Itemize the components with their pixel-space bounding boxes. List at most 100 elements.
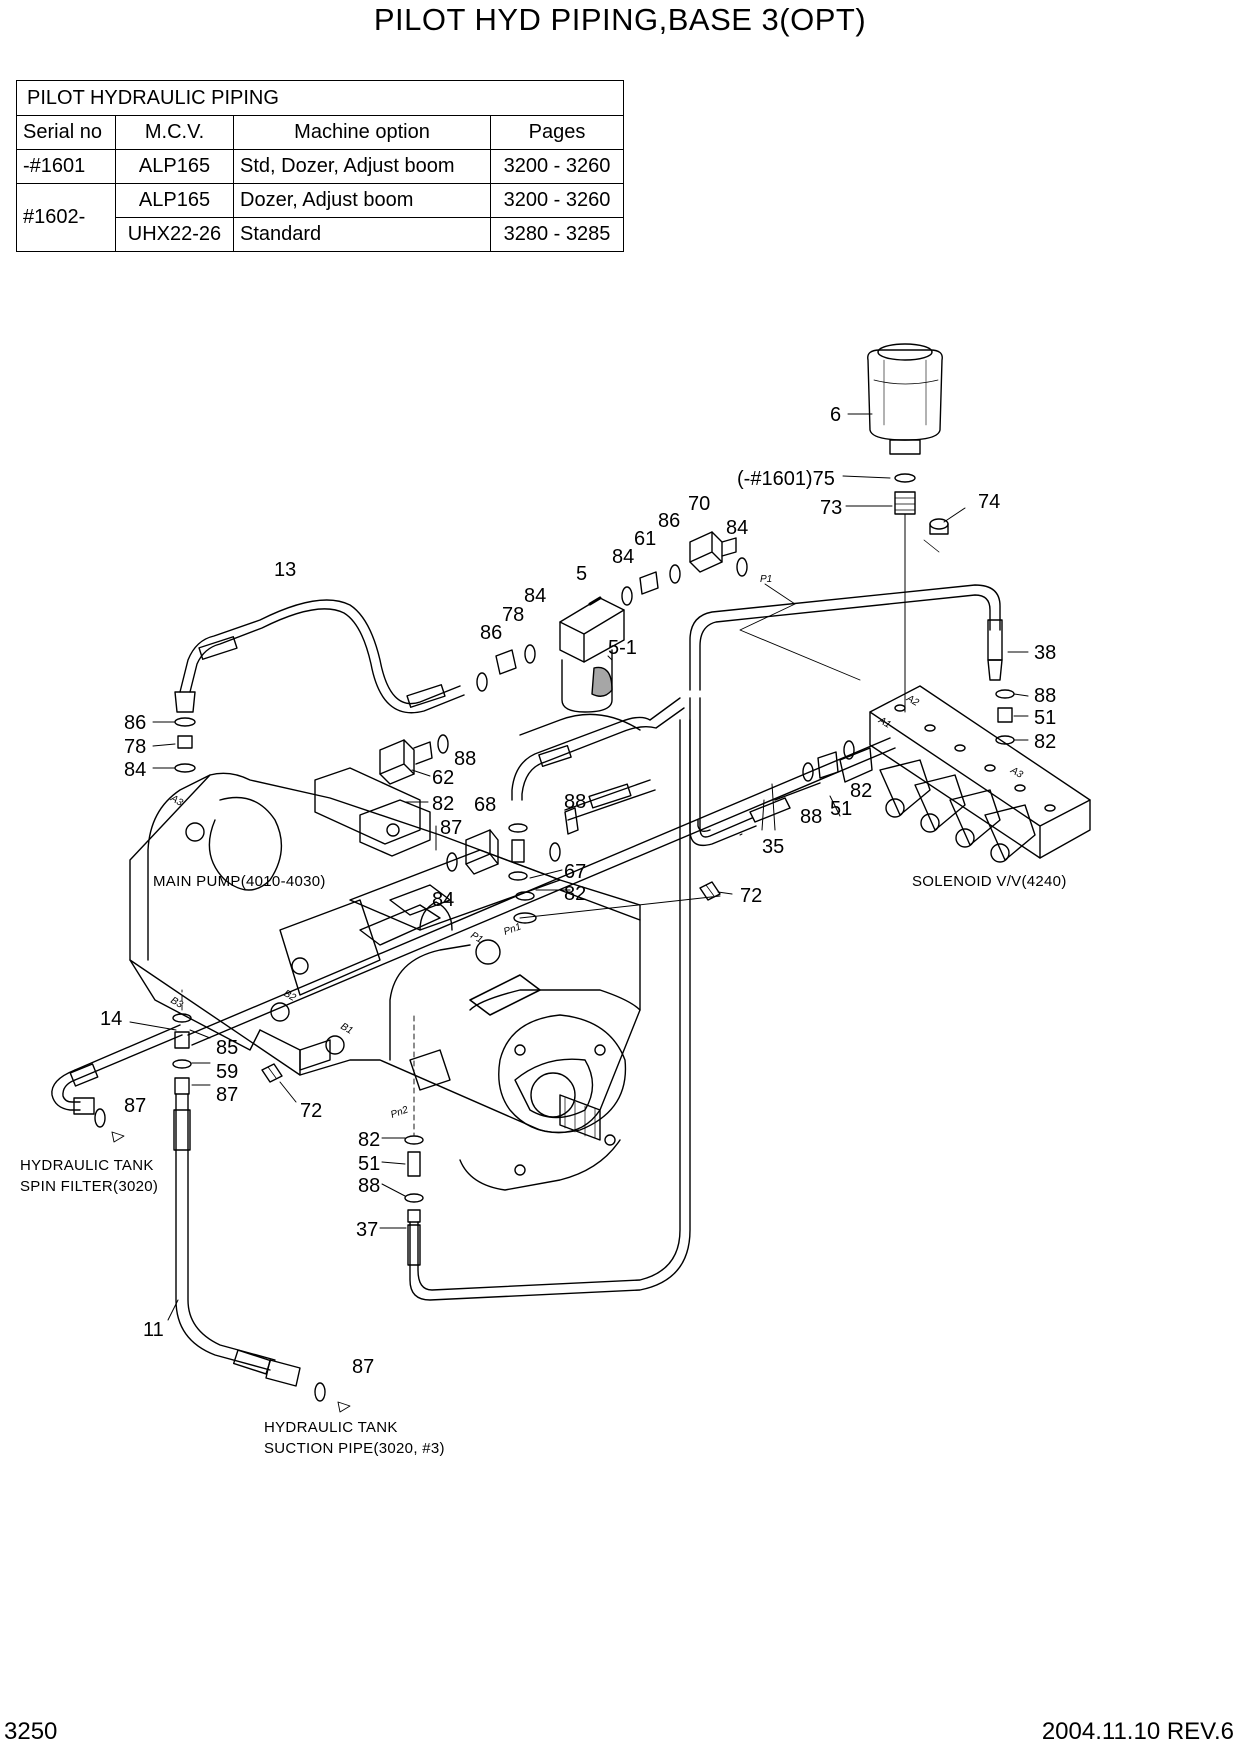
hose-37 [407, 713, 691, 1301]
callout-label: 86 [658, 510, 680, 532]
adapter-61 [621, 571, 659, 606]
port-mark: B3 [169, 995, 185, 1011]
main-pump [129, 767, 641, 1191]
port-mark: P1 [760, 574, 772, 585]
cell-pages: 3200 - 3260 [490, 183, 624, 218]
callout-label: 5-1 [608, 637, 637, 659]
callout-label: 78 [124, 736, 146, 758]
port-mark: Pn2 [389, 1104, 410, 1121]
callout-label: 84 [124, 759, 146, 781]
cell-pages: 3200 - 3260 [490, 149, 624, 184]
hose-11 [173, 1093, 351, 1413]
header-mcv: M.C.V. [115, 115, 234, 150]
callout-label: 84 [612, 546, 634, 568]
callout-label: 78 [502, 604, 524, 626]
table-row: UHX22-26 Standard 3280 - 3285 [17, 217, 624, 252]
callout-label: 82 [850, 780, 872, 802]
connector-51-solenoid [802, 740, 855, 782]
long-pipe [187, 737, 896, 1046]
callout-label: 68 [474, 794, 496, 816]
connector-67 [508, 823, 561, 924]
callout-label: 62 [432, 767, 454, 789]
tank-suction-note-line2: SUCTION PIPE(3020, #3) [264, 1440, 445, 1457]
callout-label: 73 [820, 497, 842, 519]
callout-label: 82 [1034, 731, 1056, 753]
callout-labels: 6 (-#1601)75 73 74 70 86 84 61 84 5 5-1 … [100, 404, 1056, 1378]
callout-label: 72 [300, 1100, 322, 1122]
elbow-fitting-70 [669, 531, 748, 584]
callout-label: 86 [480, 622, 502, 644]
cell-serial: #1602- [16, 183, 116, 252]
callout-label: 51 [1034, 707, 1056, 729]
cell-mcv: ALP165 [115, 149, 234, 184]
callout-label: 87 [124, 1095, 146, 1117]
solenoid-note: SOLENOID V/V(4240) [912, 873, 1067, 890]
callout-label: 84 [432, 889, 454, 911]
plug-72-lower [261, 1063, 283, 1083]
cell-pages: 3280 - 3285 [490, 217, 624, 252]
hose-upper-pump [511, 697, 685, 835]
port-mark: A3 [168, 793, 185, 809]
callout-label: 59 [216, 1061, 238, 1083]
callout-label: 11 [143, 1319, 164, 1341]
callout-label: 84 [524, 585, 546, 607]
hose-14 [51, 1024, 183, 1143]
callout-label: 87 [440, 817, 462, 839]
callout-label: 6 [830, 404, 841, 426]
table-row: -#1601 ALP165 Std, Dozer, Adjust boom 32… [16, 149, 624, 184]
callout-label: 35 [762, 836, 784, 858]
solenoid-valve [839, 685, 1091, 863]
table-caption: PILOT HYDRAULIC PIPING [16, 80, 624, 116]
connector-85 [172, 1013, 192, 1095]
connector-51-lower [404, 1135, 424, 1223]
plug-74 [923, 518, 949, 553]
option-table: PILOT HYDRAULIC PIPING Serial no M.C.V. … [16, 80, 624, 252]
revision-date: 2004.11.10 REV.6 [1041, 1718, 1234, 1745]
elbow-62 [379, 734, 449, 785]
tank-spin-note-line2: SPIN FILTER(3020) [20, 1178, 158, 1195]
callout-label: 88 [800, 806, 822, 828]
callout-label: 85 [216, 1037, 238, 1059]
callout-label: 13 [274, 559, 296, 581]
callout-label: 74 [978, 491, 1000, 513]
leader-lines [129, 413, 1029, 1321]
callout-label: 87 [352, 1356, 374, 1378]
callout-label: (-#1601)75 [737, 468, 835, 490]
callout-label: 51 [358, 1153, 380, 1175]
port-mark: A3 [1008, 765, 1025, 781]
callout-label: 14 [100, 1008, 122, 1030]
callout-label: 37 [356, 1219, 378, 1241]
tank-spin-note-line1: HYDRAULIC TANK [20, 1157, 154, 1174]
callout-label: 82 [358, 1129, 380, 1151]
line-filter [524, 596, 625, 713]
port-mark: A2 [904, 693, 921, 709]
callout-label: 88 [358, 1175, 380, 1197]
port-mark: B1 [339, 1021, 355, 1037]
callout-label: 5 [576, 563, 587, 585]
callout-label: 84 [726, 517, 748, 539]
header-pages: Pages [490, 115, 624, 150]
callout-label: 61 [634, 528, 656, 550]
callout-label: 82 [564, 883, 586, 905]
callout-label: 67 [564, 861, 586, 883]
callout-label: 86 [124, 712, 146, 734]
callout-label: 88 [564, 791, 586, 813]
accumulator [867, 343, 943, 713]
callout-label: 38 [1034, 642, 1056, 664]
plug-72-upper [699, 881, 721, 901]
tank-suction-note-line1: HYDRAULIC TANK [264, 1419, 398, 1436]
port-mark: P1 [469, 930, 485, 946]
port-marks: P1 A3 Pn1 Pn2 B3 B2 B1 P1 A1 A2 A3 [168, 574, 1025, 1121]
cell-option: Dozer, Adjust boom [233, 183, 491, 218]
callout-label: 70 [688, 493, 710, 515]
page-number: 3250 [4, 1718, 58, 1745]
port-mark: B2 [282, 988, 298, 1004]
callout-label: 51 [830, 798, 852, 820]
connector-78 [476, 649, 517, 692]
page-title: PILOT HYD PIPING,BASE 3(OPT) [373, 2, 867, 37]
hose-38 [689, 584, 1015, 745]
port-mark: Pn1 [502, 921, 522, 937]
callout-label: 88 [1034, 685, 1056, 707]
cell-mcv: UHX22-26 [115, 217, 234, 252]
notes: MAIN PUMP(4010-4030) SOLENOID V/V(4240) … [20, 873, 1067, 1457]
